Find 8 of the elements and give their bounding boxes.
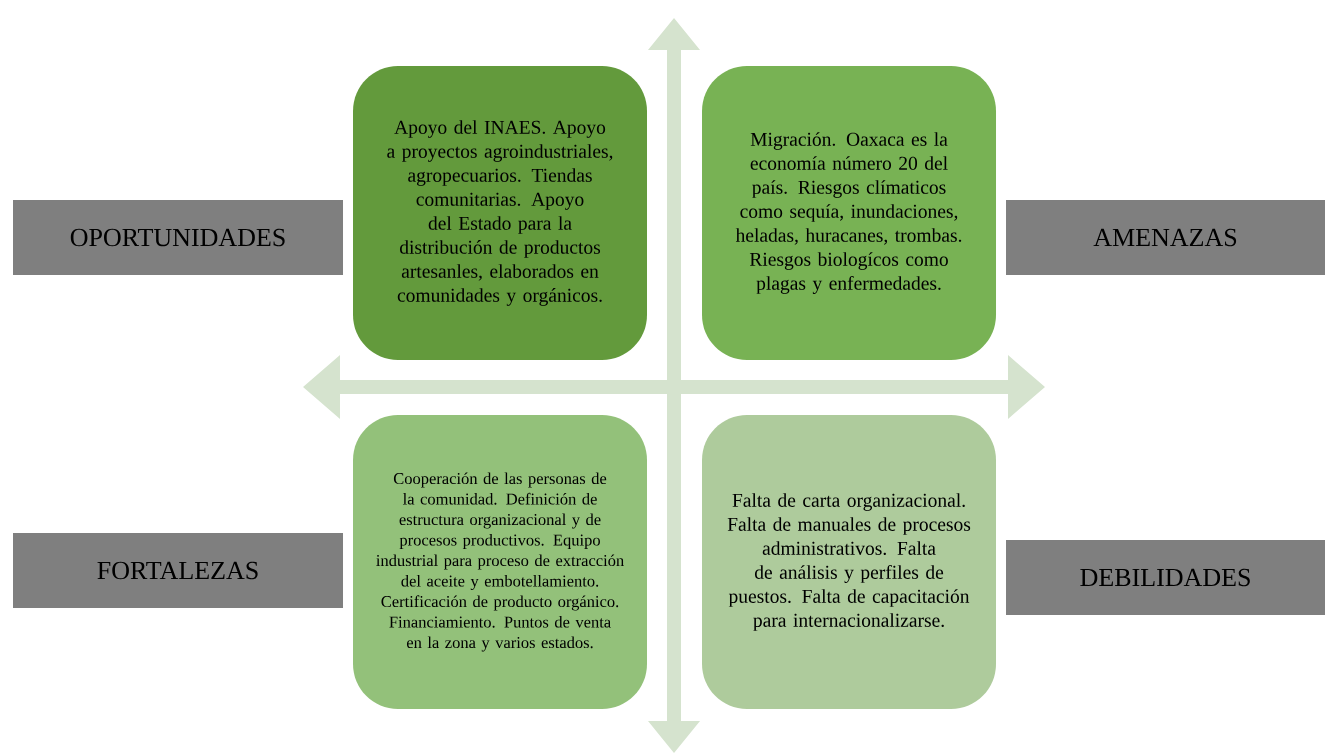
swot-box: Cooperación de las personas de la comunidad. Definición de estructura organizacional y de procesos productivos. Equipo industrial para proceso de extracción del aceite y embotellamiento. Certificación de producto orgánico. Financiamiento. Puntos de venta en la zona y varios estados.: [353, 415, 647, 709]
swot-box: Falta de carta organizacional. Falta de manuales de procesos administrativos. Falta de análisis y perfiles de puestos. Falta de capacitación para internacionalizarse.: [702, 415, 996, 709]
quadrant-label: DEBILIDADES: [1006, 540, 1325, 615]
quadrant-label: FORTALEZAS: [13, 533, 343, 608]
swot-box: Apoyo del INAES. Apoyo a proyectos agroindustriales, agropecuarios. Tiendas comunitarias. Apoyo del Estado para la distribución de productos artesanles, elaborados en comunidades y orgánicos.: [353, 66, 647, 360]
quadrant-label: AMENAZAS: [1006, 200, 1325, 275]
quadrant-label: OPORTUNIDADES: [13, 200, 343, 275]
swot-box: Migración. Oaxaca es la economía número 20 del país. Riesgos clímaticos como sequía, inundaciones, heladas, huracanes, trombas. Riesgos biologícos como plagas y enfermedades.: [702, 66, 996, 360]
